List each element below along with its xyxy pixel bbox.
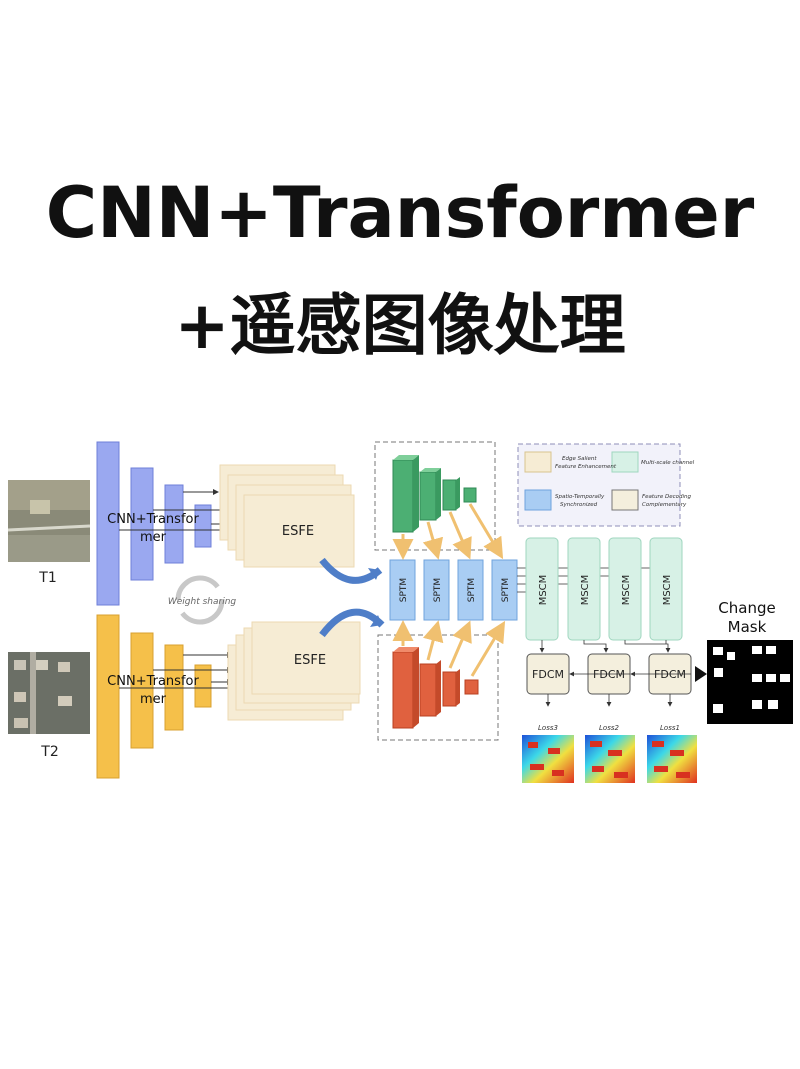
encoder-t1-label-1: CNN+Transfor (107, 512, 199, 527)
change-mask-label-1: Change (718, 599, 775, 617)
mscm-4-label: MSCM (662, 575, 673, 606)
legend-spatio-1: Spatio-Temporally (555, 494, 605, 500)
encoder-t2-label-1: CNN+Transfor (107, 674, 199, 689)
encoder-t1 (96, 441, 212, 606)
encoder-t1-label-2: mer (140, 530, 167, 545)
heatmap-loss3 (522, 735, 574, 783)
architecture-diagram: T1 T2 CNN+Transfor mer CNN+Transfor mer … (7, 441, 793, 783)
title-line-1: CNN+Transformer (45, 172, 755, 254)
fdcm-chain-arrows (545, 671, 691, 707)
legend-edge-1: Edge Salient (562, 456, 597, 462)
fdcm-3-label: FDCM (654, 668, 686, 681)
esfe-bottom (227, 621, 361, 721)
fdcm-2-label: FDCM (593, 668, 625, 681)
mscm-3-label: MSCM (621, 575, 632, 606)
weight-sharing-label: Weight sharing (168, 597, 237, 607)
weight-sharing-cycle-icon (175, 575, 225, 625)
legend-decoding-1: Feature Decoding (642, 494, 691, 500)
encoder-t2-label-2: mer (140, 692, 167, 707)
label-t2: T2 (40, 744, 58, 760)
loss1-label: Loss1 (660, 724, 680, 732)
mscm-2-label: MSCM (580, 575, 591, 606)
sptm-4-label: SPTM (501, 578, 511, 602)
input-image-t1 (7, 480, 91, 562)
label-t1: T1 (38, 570, 56, 586)
input-image-t2 (8, 652, 90, 734)
title-line-2: +遥感图像处理 (174, 287, 626, 364)
legend-decoding-2: Complementary (642, 502, 687, 508)
legend-multi: Multi-scale channel (641, 460, 695, 466)
output-arrow-icon (695, 666, 707, 682)
esfe-top-label: ESFE (282, 524, 314, 539)
loss3-label: Loss3 (538, 724, 558, 732)
sptm-1-label: SPTM (399, 578, 409, 602)
change-mask-image (707, 640, 793, 724)
change-mask-label-2: Mask (728, 618, 767, 636)
pyramid-to-sptm-arrows (392, 503, 506, 677)
esfe-top (219, 464, 355, 568)
heatmap-loss1 (647, 735, 697, 783)
fdcm-1-label: FDCM (532, 668, 564, 681)
encoder-t2 (96, 614, 212, 779)
esfe-bottom-label: ESFE (294, 653, 326, 668)
sptm-2-label: SPTM (433, 578, 443, 602)
pyramid-green (392, 455, 477, 533)
mscm-1-label: MSCM (538, 575, 549, 606)
legend (517, 443, 681, 527)
sptm-3-label: SPTM (467, 578, 477, 602)
mscm-to-fdcm-lines (539, 640, 671, 653)
mscm-blocks (525, 537, 683, 641)
pyramid-red (392, 647, 479, 729)
loss2-label: Loss2 (599, 724, 619, 732)
legend-edge-2: Feature Enhancement (555, 464, 617, 470)
legend-spatio-2: Synchronized (560, 502, 598, 508)
sptm-blocks (389, 559, 518, 621)
heatmap-loss2 (585, 735, 635, 783)
